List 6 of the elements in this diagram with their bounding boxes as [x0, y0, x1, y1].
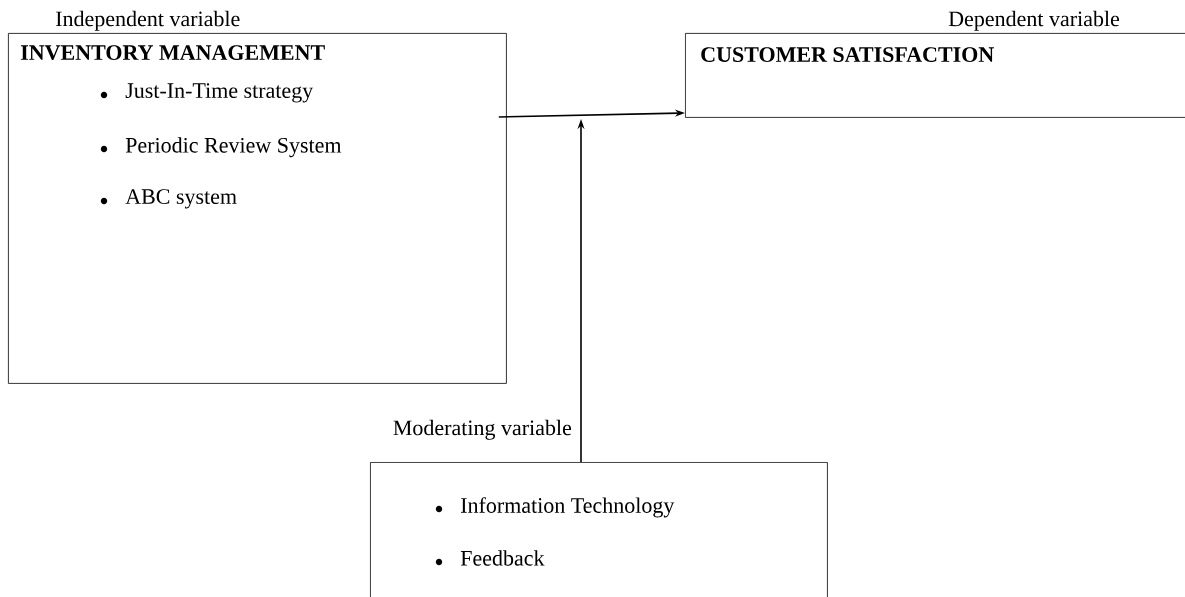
variable-label: Moderating variable — [393, 419, 572, 440]
text-box: CUSTOMER SATISFACTION — [685, 33, 1185, 118]
text-box: Information Technology Feedback — [370, 462, 828, 597]
variable-label: Independent variable — [56, 10, 240, 31]
variable-label: Dependent variable — [948, 10, 1120, 31]
text-box: INVENTORY MANAGEMENT Just-In-Time strategy Periodic Review System ABC system — [8, 33, 507, 384]
